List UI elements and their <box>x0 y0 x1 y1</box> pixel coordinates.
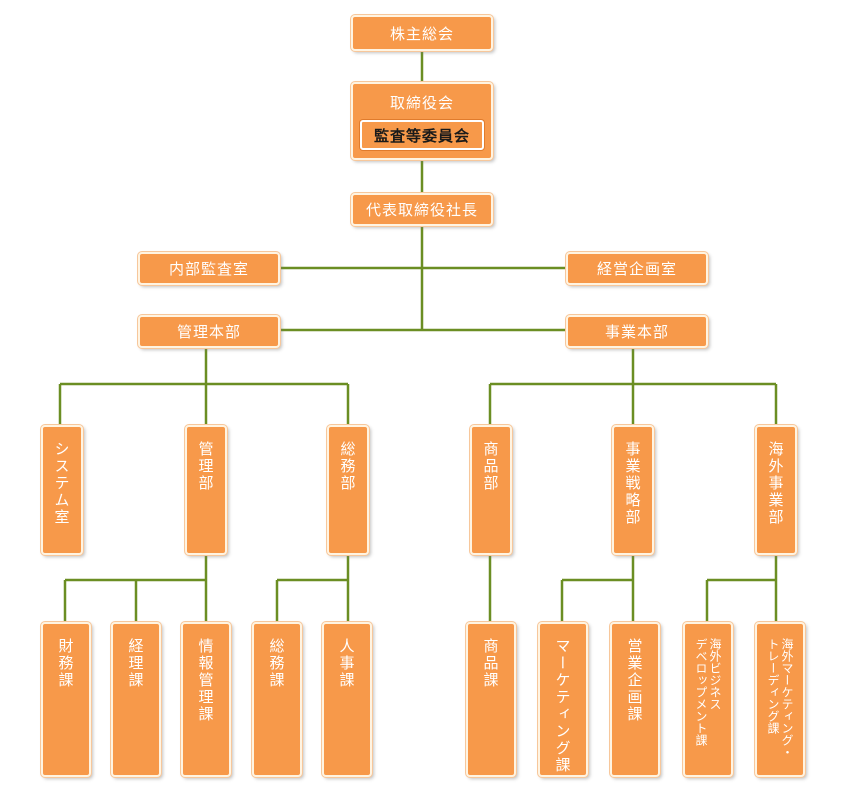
general-affairs-dept-box: 総務部 <box>327 425 369 555</box>
general-affairs-section-label: 総務課 <box>267 638 286 689</box>
system-office-box: システム室 <box>41 425 83 555</box>
management-dept-label: 管理部 <box>196 441 215 492</box>
internal-audit-label: 内部監査室 <box>168 260 249 278</box>
overseas-bizdev-section-box: 海外ビジネス デベロップメント課 <box>683 622 733 777</box>
overseas-business-dept-label: 海外事業部 <box>766 441 785 526</box>
sales-planning-section-label: 営業企画課 <box>625 638 644 723</box>
shareholders-meeting-box: 株主総会 <box>351 15 493 51</box>
admin-hq-label: 管理本部 <box>176 323 241 341</box>
finance-section-box: 財務課 <box>41 622 91 777</box>
audit-committee-box: 監査等委員会 <box>360 120 484 150</box>
business-hq-label: 事業本部 <box>604 323 669 341</box>
merchandise-dept-box: 商品部 <box>470 425 512 555</box>
planning-office-box: 経営企画室 <box>566 252 708 285</box>
business-strategy-dept-label: 事業戦略部 <box>623 441 642 526</box>
board-of-directors-label: 取締役会 <box>389 94 454 112</box>
business-hq-box: 事業本部 <box>566 315 708 348</box>
merchandise-section-label: 商品課 <box>481 638 500 689</box>
admin-hq-box: 管理本部 <box>138 315 280 348</box>
accounting-section-label: 経理課 <box>126 638 145 689</box>
overseas-business-dept-box: 海外事業部 <box>755 425 797 555</box>
overseas-bizdev-section-label: 海外ビジネス デベロップメント課 <box>694 638 722 746</box>
info-management-section-label: 情報管理課 <box>196 638 215 723</box>
president-box: 代表取締役社長 <box>351 193 493 226</box>
internal-audit-box: 内部監査室 <box>138 252 280 285</box>
board-of-directors-box: 取締役会 監査等委員会 <box>351 82 493 160</box>
marketing-section-label: マーケティング課 <box>553 638 572 774</box>
planning-office-label: 経営企画室 <box>596 260 677 278</box>
marketing-section-box: マーケティング課 <box>538 622 588 777</box>
management-dept-box: 管理部 <box>185 425 227 555</box>
overseas-marketing-section-label: 海外マーケティング・ トレーディング課 <box>766 638 794 758</box>
hr-section-box: 人事課 <box>322 622 372 777</box>
overseas-marketing-section-box: 海外マーケティング・ トレーディング課 <box>755 622 805 777</box>
general-affairs-dept-label: 総務部 <box>338 441 357 492</box>
audit-committee-label: 監査等委員会 <box>373 126 470 145</box>
merchandise-dept-label: 商品部 <box>481 441 500 492</box>
hr-section-label: 人事課 <box>337 638 356 689</box>
shareholders-meeting-label: 株主総会 <box>389 24 454 43</box>
info-management-section-box: 情報管理課 <box>181 622 231 777</box>
president-label: 代表取締役社長 <box>365 201 478 219</box>
general-affairs-section-box: 総務課 <box>252 622 302 777</box>
merchandise-section-box: 商品課 <box>466 622 516 777</box>
finance-section-label: 財務課 <box>56 638 75 689</box>
accounting-section-box: 経理課 <box>111 622 161 777</box>
system-office-label: システム室 <box>52 441 71 526</box>
business-strategy-dept-box: 事業戦略部 <box>612 425 654 555</box>
sales-planning-section-box: 営業企画課 <box>610 622 660 777</box>
